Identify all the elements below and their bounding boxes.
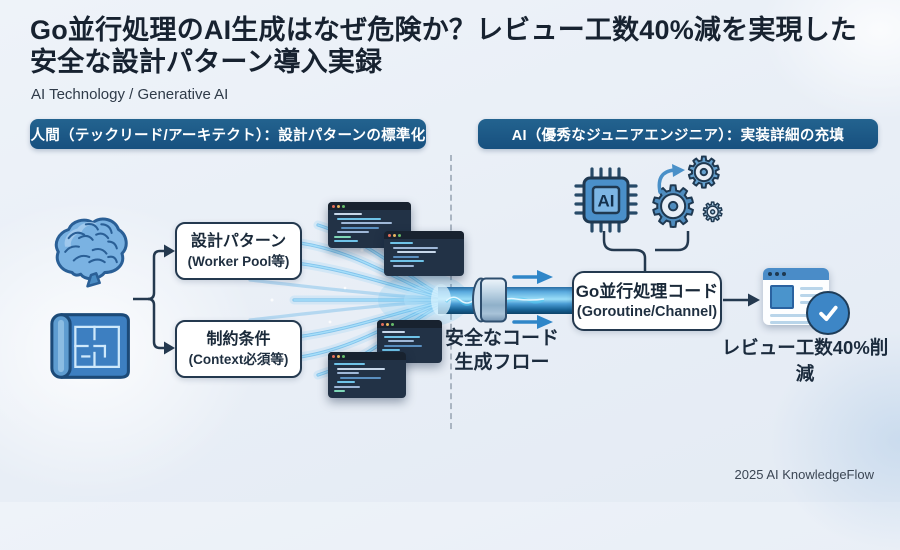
gear-small-icon: ⚙: [700, 198, 725, 228]
right-arrow-icon: [512, 270, 553, 329]
browser-dot: [768, 272, 772, 276]
brain-icon: [54, 217, 128, 288]
code-window: [328, 202, 411, 248]
pipe-ring-icon: [472, 277, 507, 323]
browser-header: [763, 268, 829, 280]
review-reduction-label: レビュー工数40%削減: [721, 337, 889, 384]
safe-flow-label: 安全なコード生成フロー: [444, 328, 559, 373]
footer-credit: 2025 AI KnowledgeFlow: [734, 467, 874, 482]
gears-icon: ⚙ ⚙ ⚙: [647, 151, 730, 242]
refresh-arrow-icon: [657, 164, 685, 194]
gear-large-icon: ⚙: [647, 175, 699, 240]
browser-body: [763, 280, 829, 324]
page-title: Go並行処理のAI生成はなぜ危険か？レビュー工数40%減を実現した安全な設計パタ…: [30, 15, 858, 78]
category-subtitle: AI Technology / Generative AI: [31, 86, 229, 103]
browser-dot: [782, 272, 786, 276]
code-window: [377, 320, 442, 363]
design-pattern-box: 設計パターン (Worker Pool等): [175, 222, 302, 280]
svg-text:AI: AI: [598, 192, 615, 211]
code-window: [384, 231, 464, 276]
blueprint-icon: [50, 313, 130, 379]
banner-ai-role: AI（優秀なジュニアエンジニア）：実装詳細の充填: [478, 119, 878, 149]
traffic-light-dots: [384, 231, 464, 239]
traffic-light-dots: [377, 320, 442, 328]
gear-medium-icon: ⚙: [684, 148, 724, 197]
banner-human-role: 人間（テックリード/アーキテクト）：設計パターンの標準化: [30, 119, 426, 149]
checkmark-icon: [806, 291, 850, 335]
go-code-output-box: Go並行処理コード (Goroutine/Channel): [572, 271, 722, 331]
ai-chip-icon: AI: [574, 167, 638, 233]
constraint-box: 制約条件 (Context必須等): [175, 320, 302, 378]
browser-thumbnail: [770, 285, 794, 309]
dashed-divider: [450, 155, 452, 429]
traffic-light-dots: [328, 202, 411, 210]
browser-dot: [775, 272, 779, 276]
code-window: [328, 352, 406, 398]
traffic-light-dots: [328, 352, 406, 360]
